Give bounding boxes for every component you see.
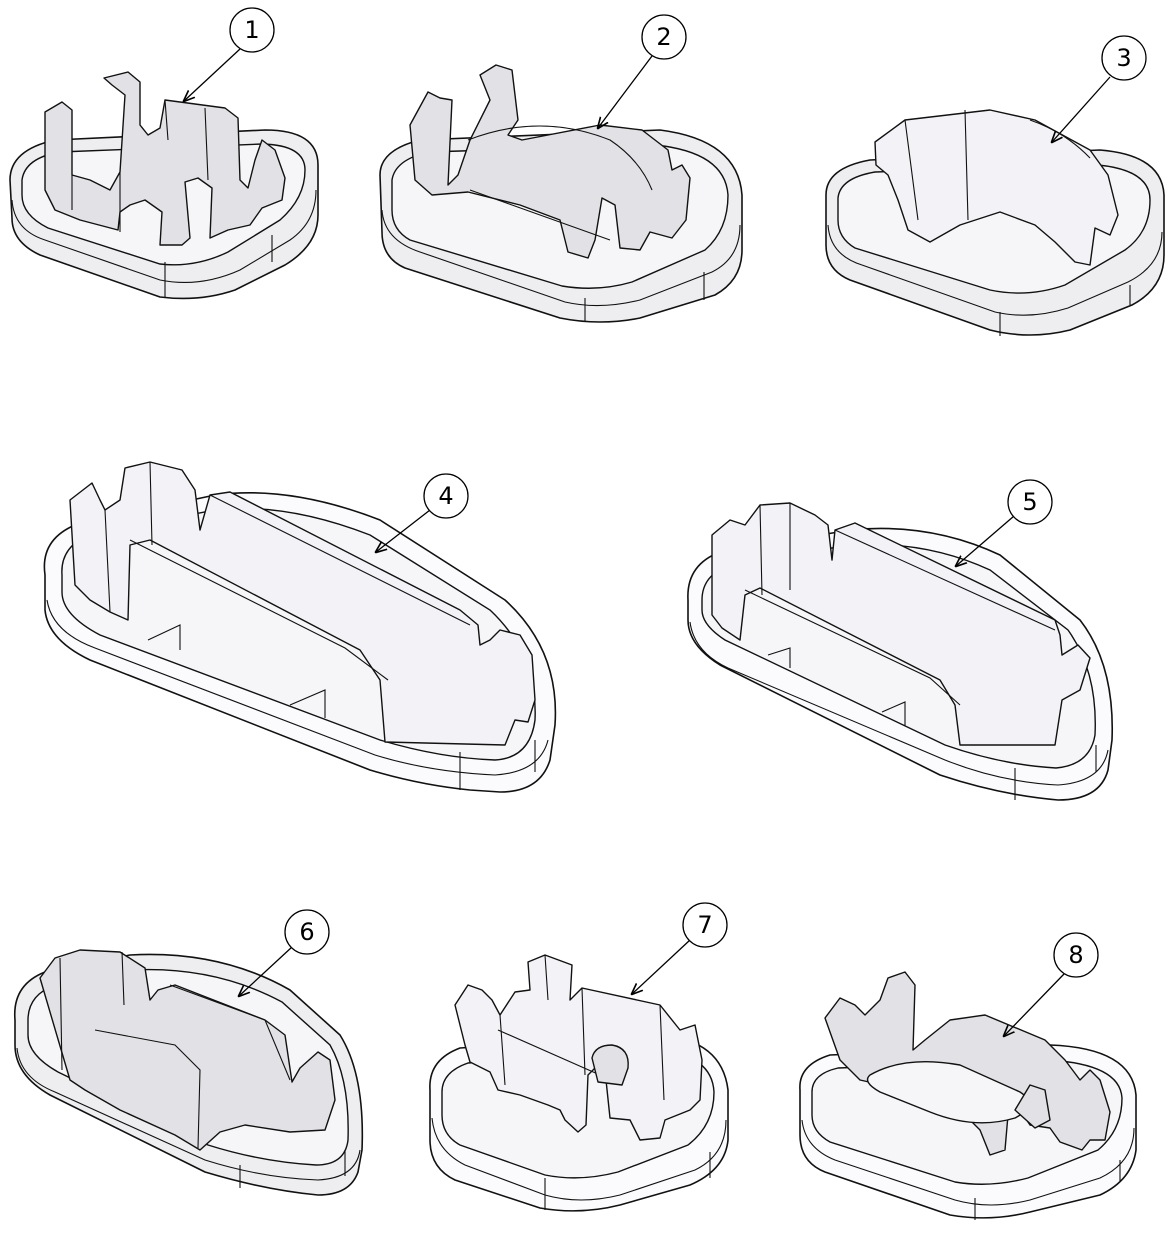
leader-line-3 <box>1052 76 1111 142</box>
balloon-label-3: 3 <box>1116 44 1131 72</box>
end-cap-part-1 <box>9 71 319 300</box>
leader-line-6 <box>239 946 293 996</box>
balloon-2: 2 <box>598 14 687 128</box>
leader-line-1 <box>184 48 241 101</box>
end-cap-part-7 <box>429 954 729 1212</box>
balloon-label-7: 7 <box>697 911 712 939</box>
balloon-3: 3 <box>1052 35 1147 142</box>
balloon-label-8: 8 <box>1068 941 1083 969</box>
leader-line-4 <box>376 509 431 552</box>
balloon-label-1: 1 <box>244 16 259 44</box>
end-cap-part-3 <box>825 109 1165 336</box>
balloon-label-4: 4 <box>438 482 453 510</box>
leader-line-5 <box>956 515 1015 566</box>
leader-line-2 <box>598 55 653 128</box>
balloon-8: 8 <box>1004 932 1099 1036</box>
balloon-4: 4 <box>376 473 469 552</box>
leader-line-7 <box>632 939 691 994</box>
balloon-label-2: 2 <box>656 23 671 51</box>
end-cap-part-8 <box>799 971 1137 1220</box>
leader-line-8 <box>1004 973 1065 1036</box>
balloon-label-5: 5 <box>1022 488 1037 516</box>
balloon-1: 1 <box>184 7 275 101</box>
end-cap-part-4 <box>43 461 557 793</box>
end-cap-part-2 <box>379 64 743 323</box>
balloon-5: 5 <box>956 479 1053 566</box>
end-cap-part-5 <box>687 502 1114 801</box>
balloon-7: 7 <box>632 902 728 994</box>
end-cap-part-6 <box>13 949 364 1196</box>
balloon-6: 6 <box>239 909 330 996</box>
balloon-label-6: 6 <box>299 918 314 946</box>
